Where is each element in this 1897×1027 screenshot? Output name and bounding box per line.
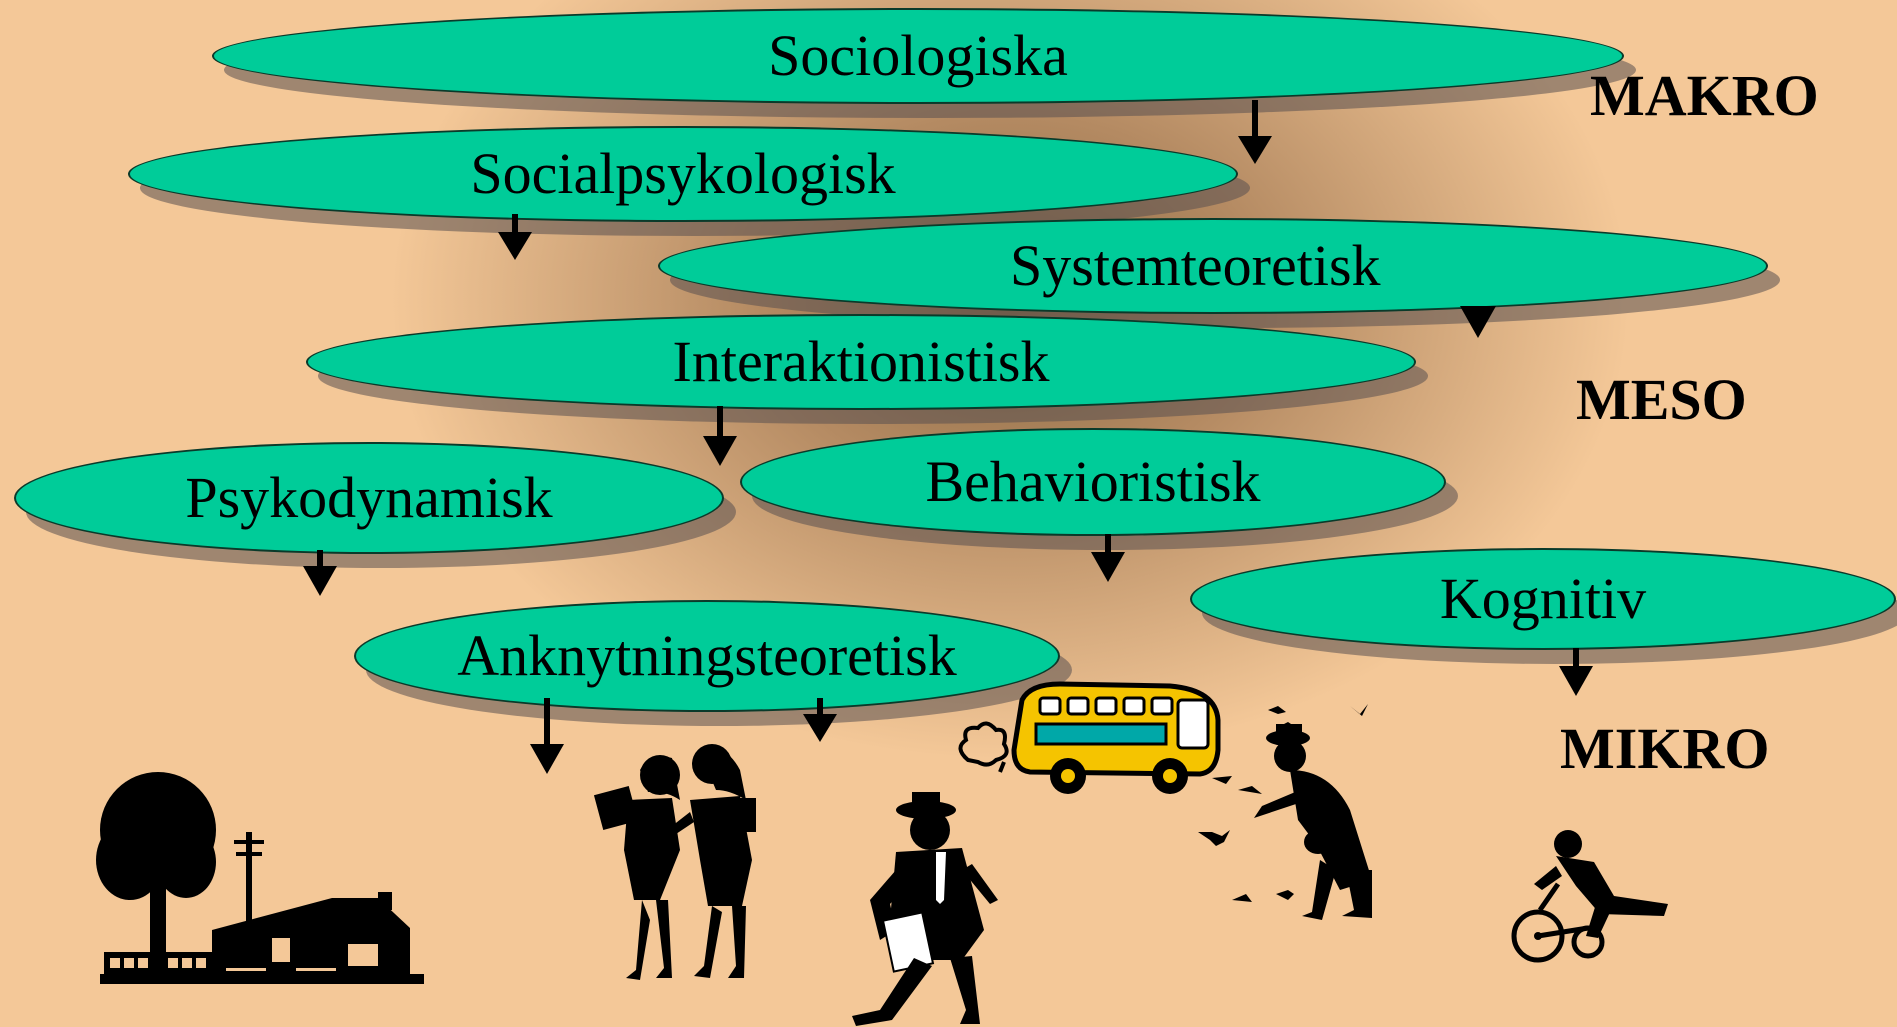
theory-systemteoretisk: Systemteoretisk: [658, 218, 1768, 314]
theory-behavioristisk: Behavioristisk: [740, 428, 1446, 536]
theory-label: Kognitiv: [1439, 566, 1647, 631]
man-feeding-birds-icon: [1198, 704, 1372, 920]
arrow-down-icon: [498, 214, 532, 260]
theory-label: Sociologiska: [768, 23, 1068, 88]
level-mikro: MIKRO: [1560, 716, 1770, 781]
theory-label: Interaktionistisk: [672, 329, 1050, 394]
theory-psykodynamisk: Psykodynamisk: [14, 442, 724, 554]
theory-label: Socialpsykologisk: [470, 141, 896, 206]
theory-sociologiska: Sociologiska: [212, 8, 1624, 104]
theory-label: Psykodynamisk: [185, 465, 553, 530]
arrow-down-icon: [303, 550, 337, 596]
level-meso: MESO: [1576, 367, 1747, 432]
walking-man-icon: [852, 792, 998, 1026]
theory-socialpsykologisk: Socialpsykologisk: [128, 126, 1238, 222]
arrow-down-icon: [1238, 100, 1272, 164]
theory-label: Systemteoretisk: [1010, 233, 1381, 298]
arrow-down-icon: [1559, 648, 1593, 696]
theory-interaktionistisk: Interaktionistisk: [306, 314, 1416, 410]
theory-label: Anknytningsteoretisk: [457, 623, 957, 688]
arrow-down-icon: [1460, 306, 1496, 338]
arrow-down-icon: [703, 406, 737, 466]
arrow-down-icon: [803, 698, 837, 742]
house-with-tree-icon: [96, 772, 424, 984]
two-girls-talking-icon: [593, 744, 756, 980]
arrows: [303, 100, 1593, 774]
theory-kognitiv: Kognitiv: [1190, 548, 1896, 650]
arrow-down-icon: [1091, 534, 1125, 582]
child-on-tricycle-icon: [1511, 830, 1668, 963]
arrow-down-icon: [530, 698, 564, 774]
theory-label: Behavioristisk: [925, 449, 1261, 514]
level-makro: MAKRO: [1590, 63, 1819, 128]
bus-icon: [958, 681, 1221, 794]
theory-anknytningsteoretisk: Anknytningsteoretisk: [354, 600, 1060, 712]
